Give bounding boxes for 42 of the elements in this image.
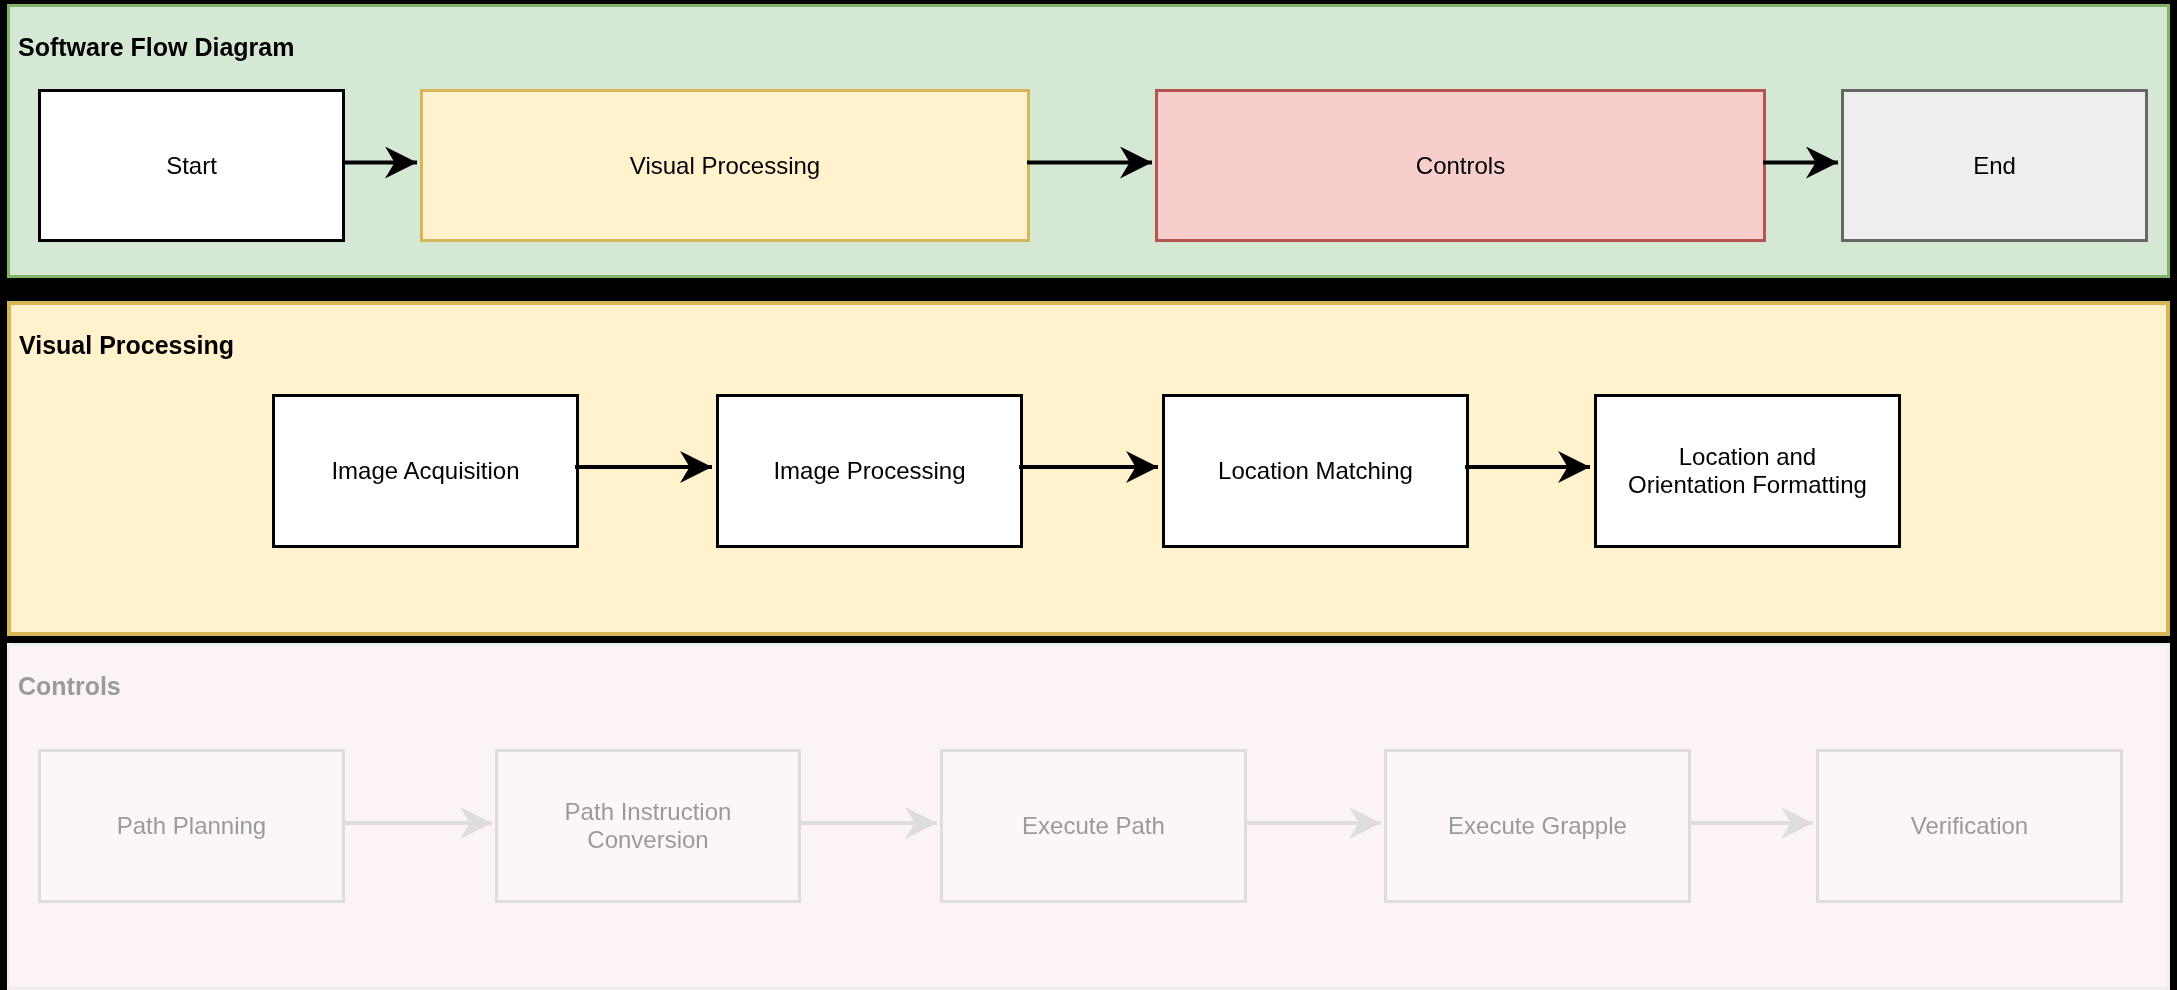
- box-label: End: [1972, 151, 2017, 180]
- box-label: Visual Processing: [628, 151, 822, 180]
- group-panel: [7, 301, 2170, 636]
- process-box: [272, 394, 579, 548]
- box-label: Image Acquisition: [330, 457, 521, 485]
- process-box: [1384, 749, 1691, 903]
- process-box: [1594, 394, 1901, 548]
- process-box: [420, 89, 1030, 242]
- process-box: [716, 394, 1023, 548]
- panel-title: Controls: [18, 672, 121, 701]
- panel-title: Software Flow Diagram: [18, 33, 295, 62]
- arrow: [342, 807, 492, 839]
- box-label: Start: [165, 151, 218, 180]
- process-box: [1816, 749, 2123, 903]
- arrow: [1688, 807, 1813, 839]
- process-box: [1841, 89, 2148, 242]
- arrow: [1763, 146, 1838, 179]
- box-label: Location and Orientation Formatting: [1627, 443, 1868, 499]
- arrow: [798, 807, 937, 839]
- box-label: Location Matching: [1217, 457, 1414, 485]
- box-label: Image Processing: [772, 457, 967, 485]
- arrow: [1019, 451, 1158, 483]
- process-box: [940, 749, 1247, 903]
- process-box: [1155, 89, 1766, 242]
- box-label: Verification: [1909, 812, 2030, 840]
- arrow: [1027, 146, 1152, 179]
- arrow: [1244, 807, 1381, 839]
- arrow: [575, 451, 712, 483]
- box-label: Path Planning: [115, 812, 268, 840]
- group-panel: [7, 643, 2170, 990]
- arrow: [342, 146, 417, 179]
- box-label: Path Instruction Conversion: [563, 798, 733, 854]
- process-box: [1162, 394, 1469, 548]
- panel-title: Visual Processing: [19, 331, 234, 360]
- box-label: Execute Path: [1021, 812, 1166, 840]
- box-label: Controls: [1414, 151, 1507, 180]
- group-panel: [7, 4, 2170, 278]
- box-label: Execute Grapple: [1447, 812, 1628, 840]
- process-box: [495, 749, 801, 903]
- arrow: [1465, 451, 1590, 483]
- process-box: [38, 749, 345, 903]
- process-box: [38, 89, 345, 242]
